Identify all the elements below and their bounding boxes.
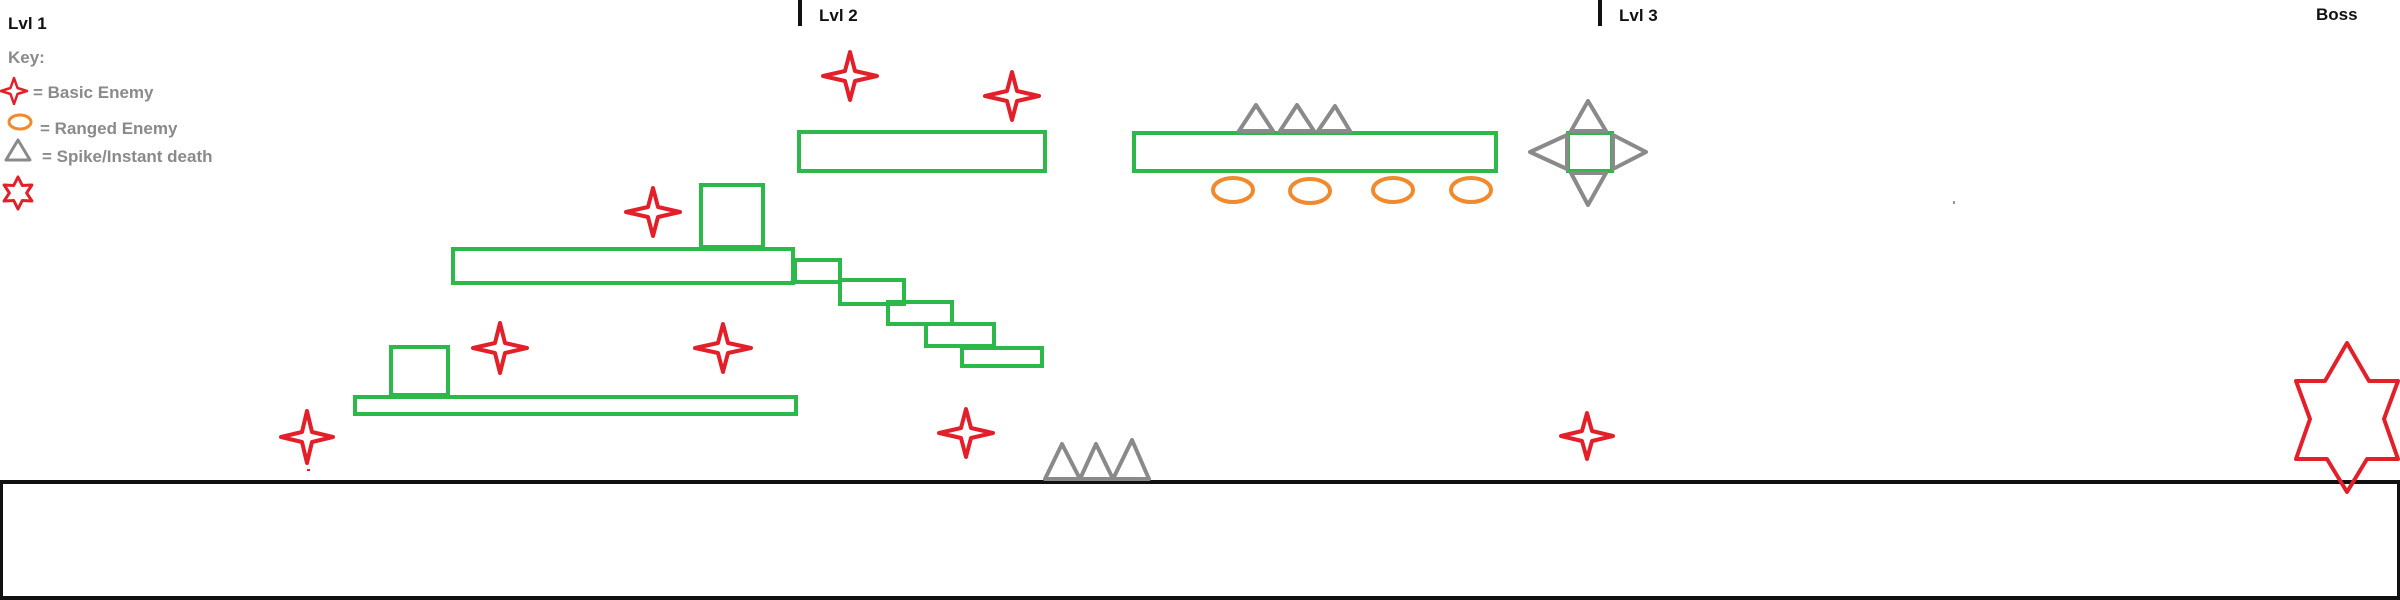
basic-enemy [471, 321, 529, 375]
platform [353, 395, 798, 416]
basic-enemy [624, 186, 682, 238]
legend-spike: = Spike/Instant death [42, 147, 213, 166]
platform [1132, 131, 1498, 173]
stair-step [793, 258, 842, 284]
basic-enemy [1559, 411, 1615, 461]
platform [451, 247, 795, 285]
ground-floor [0, 480, 2400, 600]
spike [1569, 99, 1608, 133]
spike [1316, 104, 1352, 133]
stair-step [924, 322, 996, 348]
basic-enemies [279, 50, 1615, 465]
spikes [1043, 99, 1648, 481]
basic-enemy [693, 322, 753, 374]
boss-label: Boss [2316, 5, 2358, 24]
ranged-enemy [1449, 176, 1493, 204]
spike [1111, 438, 1151, 481]
legend: Key: = Basic Enemy = Ranged Enemy = Spik… [0, 48, 213, 211]
stair-step [886, 300, 954, 326]
legend-ranged-enemy: = Ranged Enemy [40, 119, 178, 138]
level-1-label: Lvl 1 [8, 14, 47, 33]
spike [1237, 103, 1275, 133]
stair-step [960, 346, 1044, 368]
platforms [353, 130, 1614, 416]
spike [1078, 442, 1115, 481]
level-3-label: Lvl 3 [1619, 6, 1658, 25]
stray-mark [307, 469, 310, 471]
boss-enemy [2294, 341, 2400, 494]
triangle-icon [4, 138, 32, 162]
basic-enemy [821, 50, 879, 102]
basic-enemy [983, 70, 1041, 122]
stray-mark [1953, 201, 1955, 204]
legend-basic-enemy: = Basic Enemy [33, 83, 154, 102]
spike [1528, 133, 1569, 171]
ranged-enemies [1211, 176, 1493, 205]
block [1566, 131, 1614, 173]
four-point-star-icon [0, 76, 29, 106]
ranged-enemy [1371, 176, 1415, 204]
ranged-enemy [1288, 177, 1332, 205]
stair-step [838, 278, 906, 306]
basic-enemy [279, 409, 335, 465]
block [699, 183, 765, 249]
spike [1569, 171, 1608, 207]
oval-icon [7, 113, 33, 131]
level-2-label: Lvl 2 [819, 6, 858, 25]
ranged-enemy [1211, 176, 1255, 204]
basic-enemy [937, 407, 995, 459]
spike [1043, 442, 1082, 481]
spike [1278, 103, 1316, 133]
legend-title: Key: [8, 48, 45, 67]
block [389, 345, 450, 397]
spike [1611, 133, 1648, 171]
six-point-star-icon [2, 175, 34, 211]
platform [797, 130, 1047, 173]
